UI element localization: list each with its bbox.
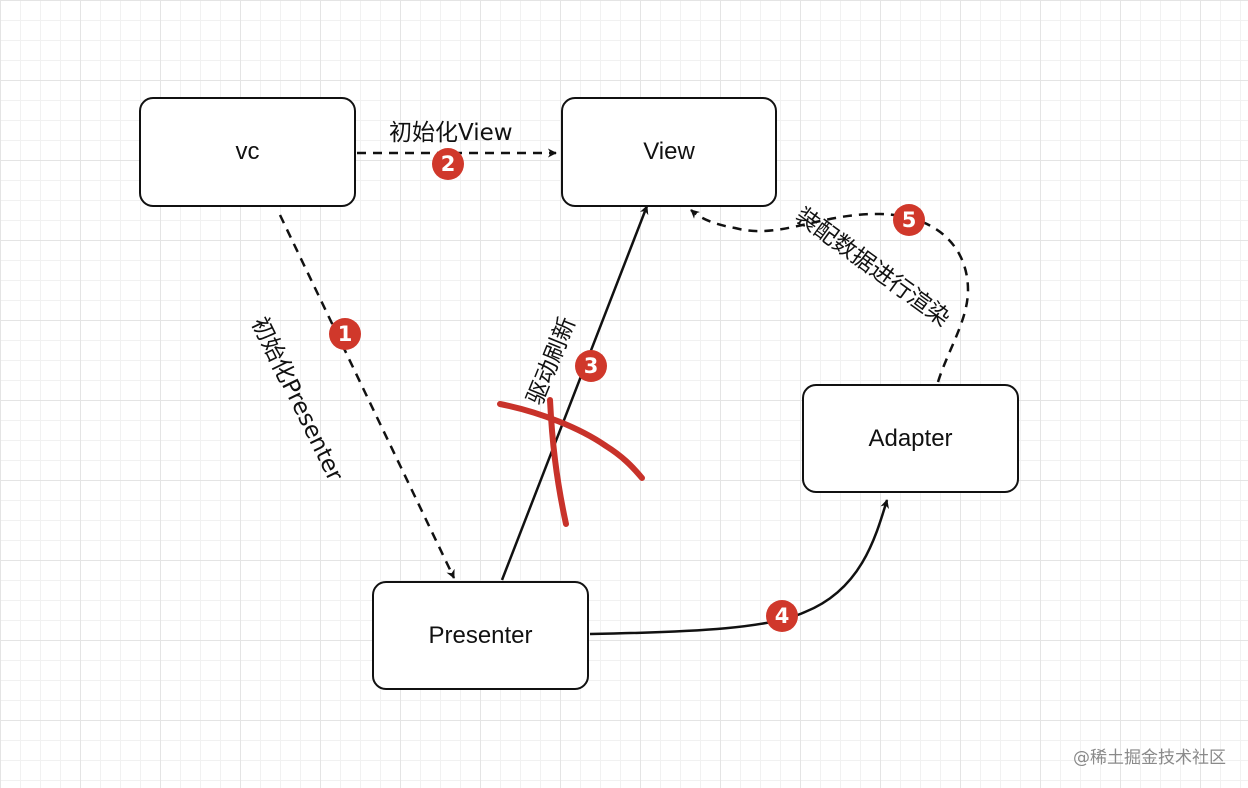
node-view-label: View <box>643 138 695 165</box>
node-vc: vc <box>139 97 356 207</box>
step-badge-3: 3 <box>575 350 607 382</box>
cross-mark-stroke-vertical <box>547 397 569 527</box>
cross-mark-stroke-horizontal <box>497 401 645 481</box>
step-badge-4: 4 <box>766 600 798 632</box>
node-view: View <box>561 97 777 207</box>
step-badge-5: 5 <box>893 204 925 236</box>
step-badge-1: 1 <box>329 318 361 350</box>
edge-adapter-to-view <box>690 209 970 383</box>
node-adapter: Adapter <box>802 384 1019 493</box>
node-presenter: Presenter <box>372 581 589 690</box>
edge-vc-to-presenter <box>278 214 456 579</box>
node-adapter-label: Adapter <box>868 424 953 452</box>
node-vc-label: vc <box>235 138 260 165</box>
label-init-view: 初始化View <box>389 120 513 146</box>
edge-presenter-to-adapter <box>589 499 889 636</box>
step-badge-2: 2 <box>432 148 464 180</box>
node-presenter-label: Presenter <box>428 621 533 649</box>
edge-presenter-to-view <box>500 205 649 581</box>
watermark: @稀土掘金技术社区 <box>1073 748 1226 768</box>
